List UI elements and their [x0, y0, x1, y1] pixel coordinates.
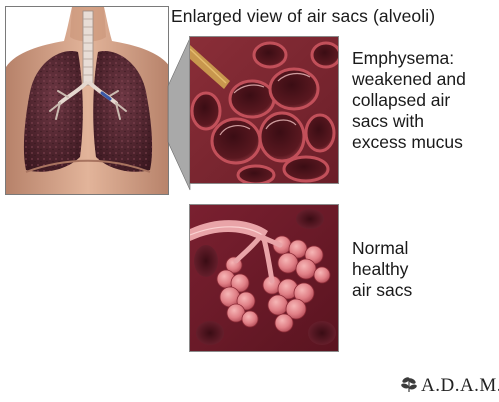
logo-text: A.D.A.M. — [421, 375, 499, 397]
normal-alveoli-illustration — [189, 204, 339, 352]
emphysema-label-line: weakened and — [352, 69, 466, 90]
normal-label-line: Normal — [352, 238, 412, 259]
normal-label-line: air sacs — [352, 280, 412, 301]
normal-label-line: healthy — [352, 259, 412, 280]
torso-lungs-illustration — [5, 6, 169, 195]
normal-label: Normal healthy air sacs — [352, 238, 412, 301]
emphysema-alveoli-illustration — [189, 36, 339, 184]
adam-logo: A.D.A.M. — [400, 375, 499, 397]
emphysema-label-line: excess mucus — [352, 132, 466, 153]
leaf-sprig-icon — [400, 375, 418, 398]
emphysema-label: Emphysema: weakened and collapsed air sa… — [352, 48, 466, 153]
emphysema-label-line: sacs with — [352, 111, 466, 132]
emphysema-label-line: Emphysema: — [352, 48, 466, 69]
figure-title: Enlarged view of air sacs (alveoli) — [171, 5, 491, 27]
emphysema-label-line: collapsed air — [352, 90, 466, 111]
